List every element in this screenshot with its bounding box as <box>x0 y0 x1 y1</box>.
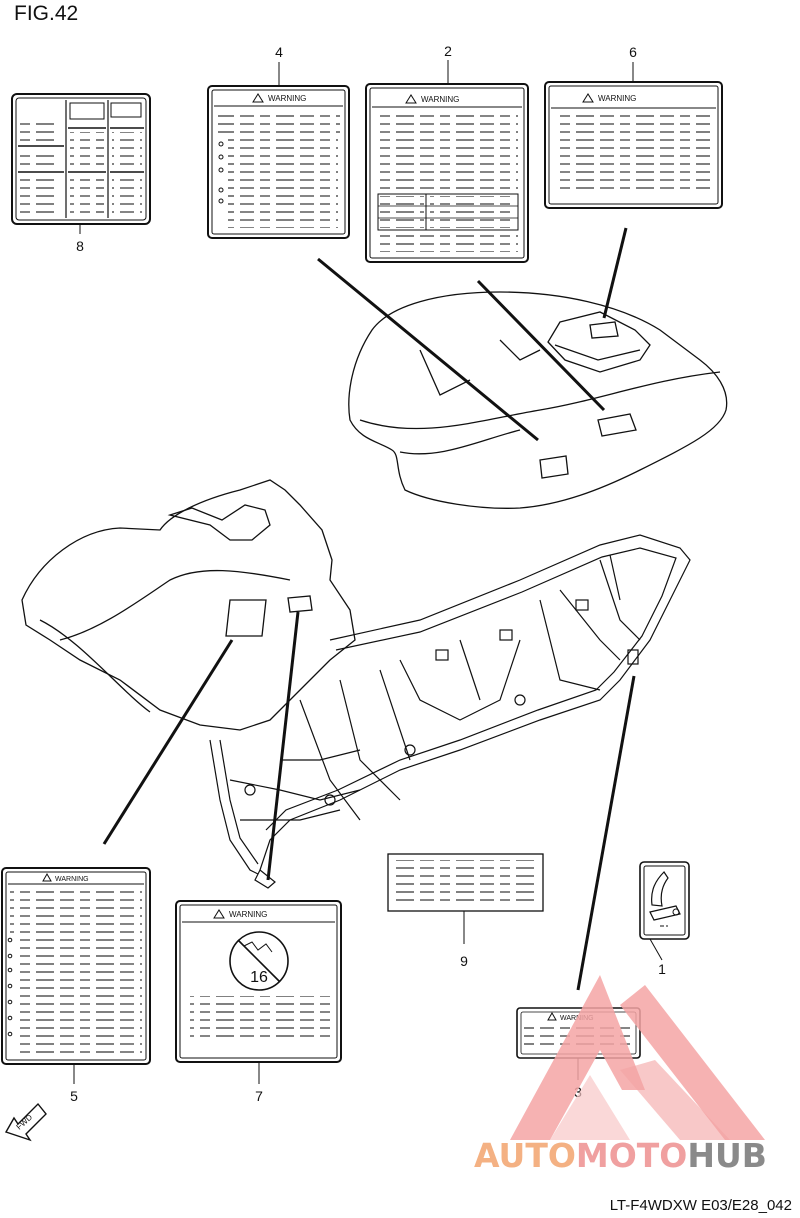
front-fender <box>21 479 356 731</box>
warning-text-7: WARNING <box>229 910 267 919</box>
logo-word-auto: AUTO <box>474 1136 576 1175</box>
warning-text-4: WARNING <box>268 94 306 103</box>
leader-label5-front <box>102 639 234 845</box>
frame <box>209 534 691 889</box>
warning-text-6: WARNING <box>598 94 636 103</box>
part-number-9: 9 <box>460 953 468 969</box>
part-number-2: 2 <box>444 43 452 59</box>
label-1 <box>639 861 690 940</box>
leader-label4-fender <box>317 257 539 442</box>
age-16-text: 16 <box>250 969 268 986</box>
label-8 <box>11 93 151 225</box>
label-9 <box>387 853 544 912</box>
part-number-4: 4 <box>275 44 283 60</box>
leader-label7-front <box>266 611 300 881</box>
logo-wordmark: AUTOMOTOHUB <box>474 1136 767 1175</box>
lever-icon <box>651 871 669 907</box>
leader-1 <box>649 938 663 961</box>
leader-label3-frame <box>576 675 636 991</box>
part-number-7: 7 <box>255 1088 263 1104</box>
leader-label6-fender <box>602 227 628 319</box>
label-2: WARNING <box>365 83 529 263</box>
logo-word-hub: HUB <box>687 1136 767 1175</box>
label-4: WARNING <box>207 85 350 239</box>
part-number-5: 5 <box>70 1088 78 1104</box>
label-6: WARNING <box>544 81 723 209</box>
fwd-arrow-icon: FWD <box>4 1102 47 1142</box>
label-5: WARNING <box>1 867 151 1065</box>
part-number-6: 6 <box>629 44 637 60</box>
warning-text-2: WARNING <box>421 95 459 104</box>
no-under-16-icon <box>229 931 289 991</box>
warning-text-5: WARNING <box>55 876 89 883</box>
part-number-8: 8 <box>76 238 84 254</box>
leader-label2-fender <box>476 279 606 412</box>
part-number-3: 3 <box>574 1084 582 1100</box>
logo-word-moto: MOTO <box>575 1136 688 1175</box>
rear-fender <box>348 291 728 509</box>
automotohub-logo <box>510 975 765 1140</box>
label-7: WARNING 16 <box>175 900 342 1063</box>
diagram-code: LT-F4WDXW E03/E28_042 <box>609 1197 792 1214</box>
figure-title: FIG.42 <box>14 2 79 25</box>
part-number-1: 1 <box>658 961 666 977</box>
